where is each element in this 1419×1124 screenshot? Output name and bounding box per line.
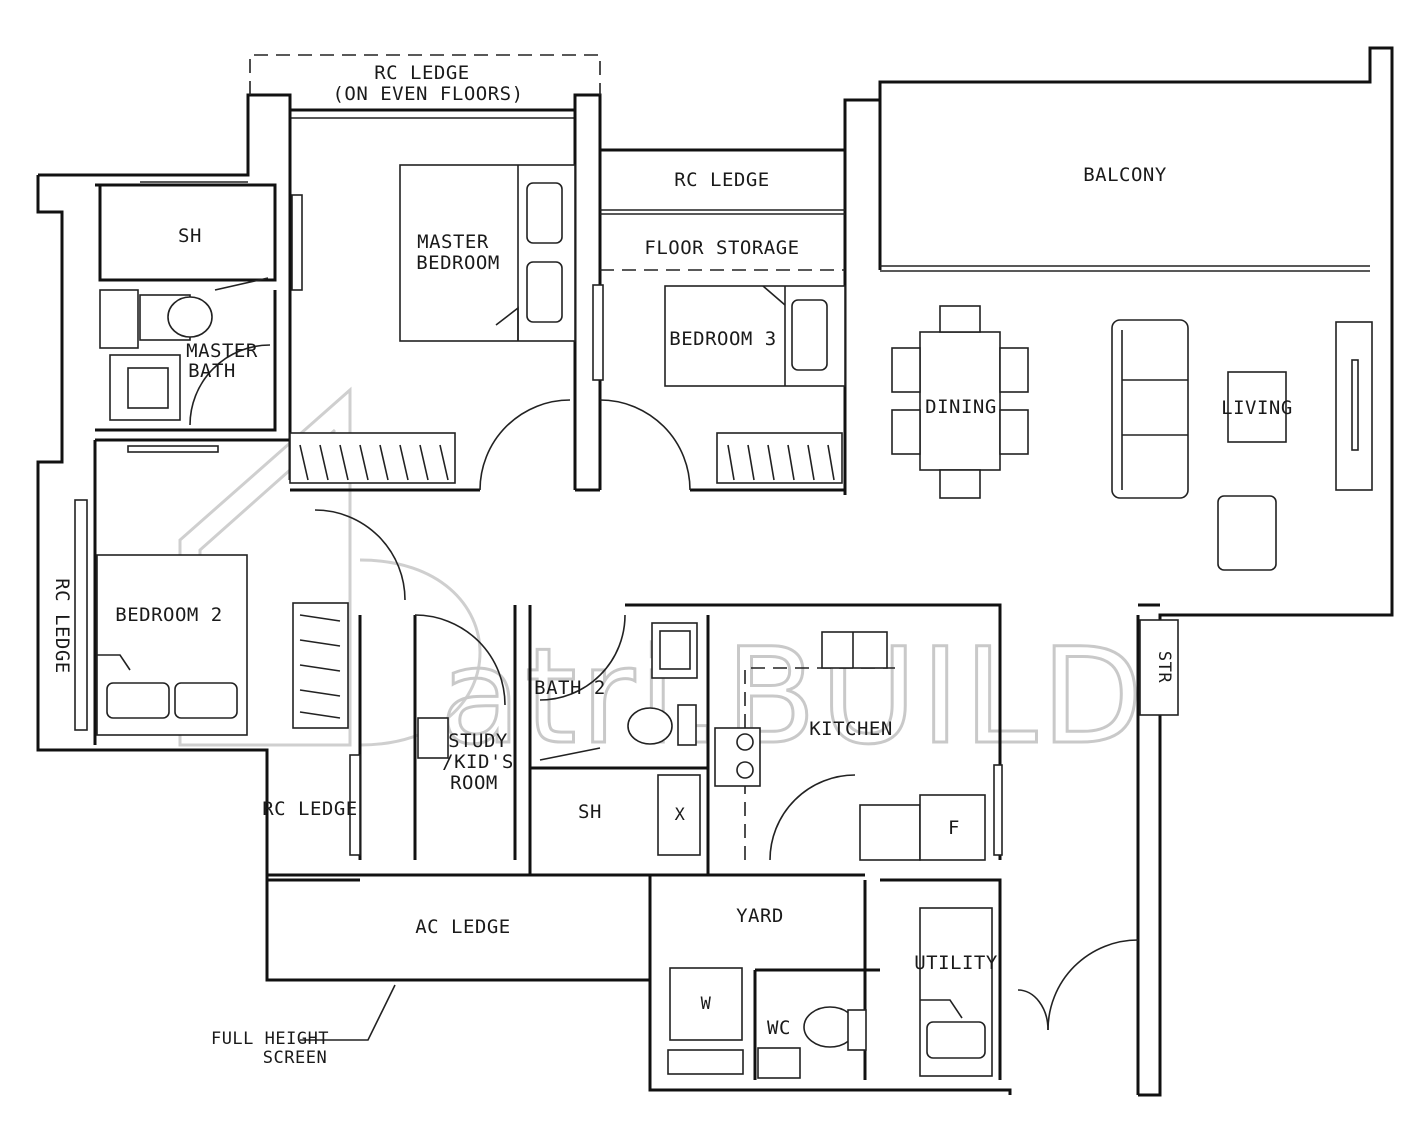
bath-2-door: [539, 614, 626, 701]
rc-ledge-left-label: RC LEDGE: [51, 578, 73, 674]
master-shower-label: SH: [178, 225, 202, 247]
dining: DINING: [891, 305, 1029, 499]
master-bedroom: MASTER BEDROOM: [289, 164, 576, 491]
master-bath-label-2: BATH: [188, 360, 236, 382]
watermark-text: atri.BUILD: [440, 620, 1147, 774]
yard-label: YARD: [736, 905, 784, 927]
rc-ledge-mid-label: RC LEDGE: [674, 169, 770, 191]
master-bedroom-label-2: BEDROOM: [416, 252, 500, 274]
fridge-label: F: [948, 817, 960, 839]
coffee-table-icon: [1227, 371, 1287, 443]
watermark-logo: atri.BUILD: [178, 386, 1147, 776]
floor-storage-label: FLOOR STORAGE: [644, 237, 799, 259]
master-bedroom-door: [479, 399, 571, 491]
sofa-icon: [1111, 319, 1189, 499]
master-bath: SH MASTER BATH: [95, 181, 303, 432]
dining-label: DINING: [925, 396, 997, 418]
study-door: [414, 614, 506, 706]
main-door: [1047, 939, 1139, 1031]
service-area: YARD W WC UTILITY: [667, 905, 1139, 1080]
wc-label: WC: [767, 1017, 791, 1039]
washer-label: W: [701, 994, 712, 1014]
bath-2-label: BATH 2: [534, 677, 606, 699]
shower-tray-icon: [99, 289, 139, 349]
ac-ledge-label: AC LEDGE: [415, 916, 511, 938]
bedroom-3-zone: RC LEDGE FLOOR STORAGE BEDROOM 3: [592, 169, 846, 491]
bath-2-shower-icon: [657, 774, 701, 856]
bedroom-3-label: BEDROOM 3: [669, 328, 776, 350]
bath-2-toilet-icon: [627, 707, 673, 745]
main-door-leaf: [1017, 989, 1049, 1031]
kitchen-door: [769, 774, 856, 861]
bath-2-box-label: X: [675, 805, 686, 825]
kitchen: KITCHEN F: [714, 631, 1003, 861]
balcony-label: BALCONY: [1083, 164, 1167, 186]
study-label-1: STUDY: [448, 730, 508, 752]
utility-bed-icon: [926, 1021, 986, 1059]
washer-icon: [669, 967, 743, 1041]
balcony: BALCONY: [880, 164, 1370, 272]
bath-2-shower-label: SH: [578, 801, 602, 823]
living-label: LIVING: [1221, 397, 1293, 419]
screen-note-label-2: SCREEN: [263, 1048, 327, 1068]
bedroom-2-door: [314, 509, 406, 601]
utility-label: UTILITY: [914, 952, 998, 974]
storage-label: STR: [1154, 651, 1174, 683]
wardrobe-icon: [289, 432, 456, 484]
study-label-3: ROOM: [450, 772, 498, 794]
stove-icon: [714, 727, 761, 787]
master-bedroom-label-1: MASTER: [417, 231, 489, 253]
dining-table-icon: [919, 331, 1001, 471]
screen-note-label-1: FULL HEIGHT: [211, 1029, 329, 1049]
fridge-icon: [919, 794, 986, 861]
bedroom-2: RC LEDGE BEDROOM 2: [51, 445, 406, 736]
bedroom-3-door: [599, 399, 691, 491]
master-bath-label-1: MASTER: [186, 340, 258, 362]
living: LIVING: [1111, 319, 1373, 571]
toilet-icon: [167, 296, 213, 338]
study-label-2: /KID'S: [442, 751, 514, 773]
bath-2: BATH 2 SH X: [530, 614, 708, 856]
bedroom-2-label: BEDROOM 2: [115, 604, 222, 626]
ac-ledge: AC LEDGE FULL HEIGHT SCREEN: [211, 916, 511, 1068]
wardrobe-3-icon: [716, 432, 843, 484]
rc-ledge-top: RC LEDGE (ON EVEN FLOORS): [249, 54, 601, 119]
study: STUDY /KID'S ROOM: [414, 614, 514, 794]
rc-ledge-lower: RC LEDGE: [262, 754, 361, 856]
kitchen-label: KITCHEN: [809, 718, 893, 740]
wc-basin-icon: [757, 1047, 801, 1079]
armchair-icon: [1217, 495, 1277, 571]
rc-ledge-lower-label: RC LEDGE: [262, 798, 358, 820]
rc-ledge-top-label-2: (ON EVEN FLOORS): [332, 83, 523, 105]
master-bath-door: [189, 344, 271, 426]
store: STR: [1139, 619, 1179, 716]
sink-icon: [821, 631, 888, 669]
rc-ledge-top-label-1: RC LEDGE: [374, 62, 470, 84]
